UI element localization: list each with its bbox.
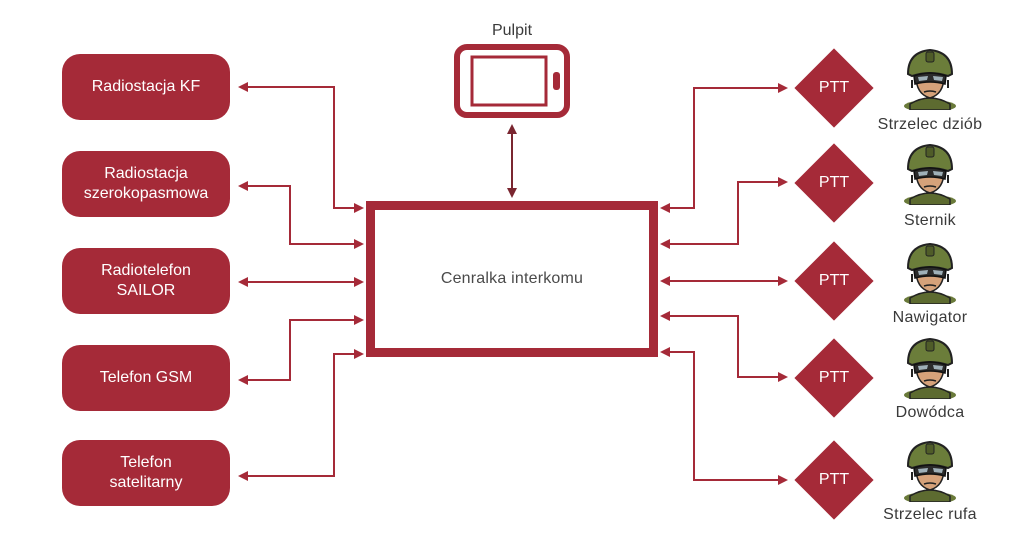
crew-label: Dowódca: [895, 404, 965, 421]
ptt-label: PTT: [818, 471, 850, 488]
connector-ptt-1: [660, 83, 788, 213]
ptt-label: PTT: [818, 369, 850, 386]
connector-ptt-5: [660, 347, 788, 485]
ptt-node: PTT: [794, 241, 874, 321]
device-phone-gsm: Telefon GSM: [62, 345, 230, 411]
soldier-helmet-icon: [900, 141, 960, 207]
device-label: Telefon satelitarny: [109, 454, 183, 491]
ptt-node: PTT: [794, 48, 874, 128]
device-label: Radiostacja KF: [91, 78, 201, 95]
device-radio-broadband: Radiostacja szerokopasmowa: [62, 151, 230, 217]
device-phone-satellite: Telefon satelitarny: [62, 440, 230, 506]
connector-ptt-2: [660, 177, 788, 249]
crew-label: Strzelec rufa: [883, 506, 977, 523]
device-label: Telefon GSM: [99, 369, 193, 386]
device-label: Radiotelefon SAILOR: [101, 262, 191, 299]
crew-label: Strzelec dziób: [877, 116, 983, 133]
ptt-node: PTT: [794, 143, 874, 223]
central-label: Cenralka interkomu: [440, 270, 584, 287]
soldier-helmet-icon: [900, 46, 960, 112]
ptt-label: PTT: [818, 174, 850, 191]
connector-phone-satellite: [238, 349, 364, 481]
connector-radio-broadband: [238, 181, 364, 249]
soldier-helmet-icon: [900, 438, 960, 504]
connector-ptt-4: [660, 311, 788, 382]
ptt-label: PTT: [818, 79, 850, 96]
connector-radio-kf: [238, 82, 364, 213]
device-radio-kf: Radiostacja KF: [62, 54, 230, 120]
ptt-label: PTT: [818, 272, 850, 289]
crew-label: Nawigator: [892, 309, 968, 326]
soldier-helmet-icon: [900, 335, 960, 401]
ptt-node: PTT: [794, 338, 874, 418]
tablet-icon: [454, 44, 570, 118]
connector-phone-gsm: [238, 315, 364, 385]
central-intercom: Cenralka interkomu: [366, 201, 658, 357]
ptt-node: PTT: [794, 440, 874, 520]
device-radiotelephone-sailor: Radiotelefon SAILOR: [62, 248, 230, 314]
crew-label: Sternik: [904, 212, 956, 229]
soldier-helmet-icon: [900, 240, 960, 306]
pulpit-label: Pulpit: [491, 22, 533, 39]
device-label: Radiostacja szerokopasmowa: [83, 165, 209, 202]
